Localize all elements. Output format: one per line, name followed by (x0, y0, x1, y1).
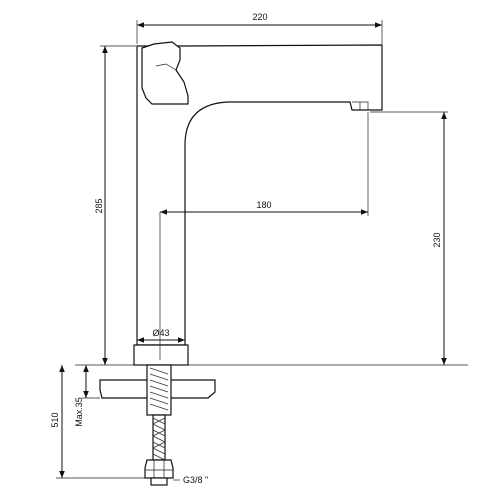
spout-height-label: 230 (432, 232, 442, 247)
faucet-body (133, 41, 383, 366)
dimension-base-diameter: Ø43 (137, 328, 185, 343)
rod-hatching (149, 367, 169, 411)
spout-length-label: 220 (252, 12, 267, 22)
dimension-total-height: 285 (94, 45, 136, 365)
under-counter-parts (75, 364, 468, 486)
total-height-label: 285 (94, 198, 104, 213)
base-ring (133, 344, 189, 366)
hose-fitting (150, 477, 168, 486)
hose-length-label: 510 (50, 412, 60, 427)
dimension-spout-height: 230 (370, 111, 448, 365)
hose-connector-nut (144, 459, 174, 479)
dimension-reach: 180 (159, 112, 369, 360)
spout-aerator (352, 101, 369, 110)
lever-detail (155, 63, 177, 71)
base-diameter-label: Ø43 (152, 328, 169, 338)
thread-callout: G3/8 " (173, 475, 208, 485)
max-thickness-label: Max.35 (74, 397, 84, 427)
dimension-hose-length: 510 (50, 365, 145, 479)
nut-detail (145, 460, 173, 478)
dimension-spout-length: 220 (136, 12, 383, 44)
threaded-rod (146, 364, 172, 416)
lever-handle (141, 41, 189, 105)
thread-label: G3/8 " (183, 475, 208, 485)
hose-hatching (152, 417, 166, 461)
dimension-max-thickness: Max.35 (74, 365, 100, 427)
reach-label: 180 (256, 200, 271, 210)
